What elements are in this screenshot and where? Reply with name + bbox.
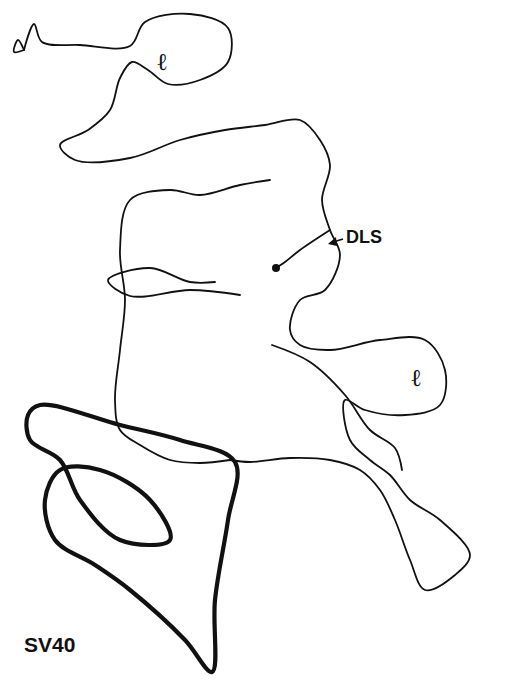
loop-label: ℓ — [156, 50, 168, 74]
dna-strands — [14, 14, 470, 672]
dls-dot — [272, 264, 280, 272]
dna-strand — [272, 345, 402, 470]
site-label: DLS — [346, 228, 382, 246]
molecule-label: SV40 — [24, 634, 75, 655]
dna-strand — [276, 230, 330, 268]
arrow-head — [328, 237, 337, 246]
dna-strand — [115, 180, 270, 463]
dna-strand — [24, 14, 470, 591]
dna-strand — [108, 268, 240, 297]
dna-strand — [14, 40, 24, 52]
loop-label: ℓ — [410, 366, 422, 390]
sv40-circle — [26, 405, 237, 673]
